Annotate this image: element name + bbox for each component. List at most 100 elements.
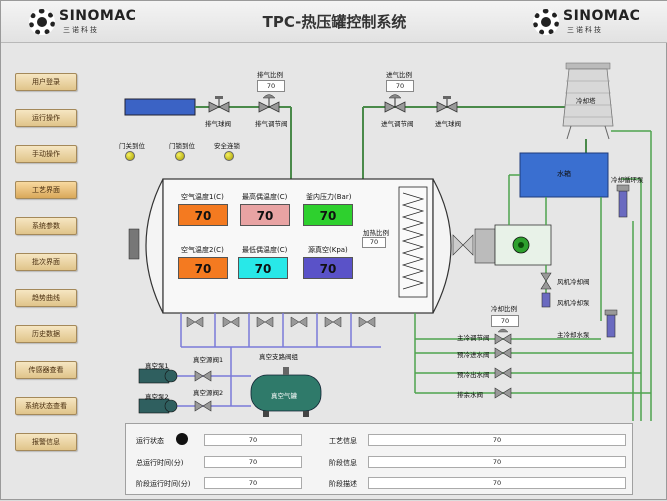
stage-info-value: 70 xyxy=(368,456,626,468)
exhaust-ball-valve-label: 排气球阀 xyxy=(205,120,231,128)
vacuum-branch-valves[interactable] xyxy=(186,316,376,328)
intake-ratio-value[interactable]: 70 xyxy=(386,80,414,92)
brand-subtitle: 三诺科技 xyxy=(63,26,99,34)
door-locked-label: 门锁到位 xyxy=(169,142,195,150)
intake-ball-valve-label: 进气球阀 xyxy=(435,120,461,128)
fan-cool-pump-label: 风机冷却泵 xyxy=(557,299,590,307)
tank-pressure-label: 釜内压力(Bar) xyxy=(306,193,352,201)
nav-manual-operation[interactable]: 手动操作 xyxy=(15,145,77,163)
gear-logo-icon xyxy=(29,9,55,35)
stage-desc-value: 70 xyxy=(368,477,626,489)
heat-ratio-label: 加热比例 xyxy=(363,229,389,237)
vacuum-pump1-label: 真空泵1 xyxy=(145,362,169,370)
run-status-value: 70 xyxy=(204,434,302,446)
precool-out-valve-label: 预冷出水阀 xyxy=(457,371,490,379)
brand-subtitle: 三诺科技 xyxy=(567,26,603,34)
vacuum-value: 70 xyxy=(303,257,353,279)
fan-motor xyxy=(474,224,552,266)
min-couple-label: 最低偶温度(C) xyxy=(242,246,288,254)
cooling-tower-label: 冷却塔 xyxy=(576,97,596,105)
gear-logo-icon xyxy=(533,9,559,35)
cool-ratio-label: 冷却比例 xyxy=(491,305,517,313)
brand-name: SINOMAC xyxy=(59,8,137,24)
exhaust-adjust-valve[interactable] xyxy=(258,94,280,113)
cool-ratio-value[interactable]: 70 xyxy=(491,315,519,327)
max-couple-value: 70 xyxy=(240,204,290,226)
sidebar-nav: 用户登录 运行操作 手动操作 工艺界面 系统参数 批次界面 趋势曲线 历史数据 … xyxy=(15,73,77,469)
stage-time-label: 阶段运行时间(分) xyxy=(136,480,191,488)
exhaust-ratio-label: 排气比例 xyxy=(257,71,283,79)
run-status-label: 运行状态 xyxy=(136,437,164,445)
vacuum-valve1-label: 真空源阀1 xyxy=(193,356,224,364)
precool-outlet-valve[interactable] xyxy=(494,367,512,379)
max-couple-label: 最高偶温度(C) xyxy=(242,193,288,201)
total-time-value: 70 xyxy=(204,456,302,468)
nav-process-view[interactable]: 工艺界面 xyxy=(15,181,77,199)
door-closed-label: 门关到位 xyxy=(119,142,145,150)
door-locked-indicator-icon xyxy=(175,151,185,161)
stage-info-label: 阶段信息 xyxy=(329,459,357,467)
vacuum-valve2-label: 真空源阀2 xyxy=(193,389,224,397)
nav-system-params[interactable]: 系统参数 xyxy=(15,217,77,235)
drain-valve[interactable] xyxy=(494,387,512,399)
heat-ratio-value[interactable]: 70 xyxy=(362,237,386,248)
intake-ball-valve[interactable] xyxy=(436,96,458,113)
cooling-circulation-pump[interactable] xyxy=(616,184,630,218)
vacuum-pump-2[interactable] xyxy=(138,398,178,414)
stage-time-value: 70 xyxy=(204,477,302,489)
water-tank-label: 水箱 xyxy=(557,170,571,178)
fan-cooling-pump[interactable] xyxy=(541,292,551,308)
page-title: TPC-热压罐控制系统 xyxy=(262,13,407,31)
min-couple-value: 70 xyxy=(238,257,288,279)
exhaust-ratio-value[interactable]: 70 xyxy=(257,80,285,92)
header: SINOMAC 三诺科技 TPC-热压罐控制系统 SINOMAC 三诺科技 xyxy=(1,1,667,43)
safety-interlock-label: 安全连锁 xyxy=(214,142,240,150)
precool-inlet-valve[interactable] xyxy=(494,347,512,359)
vacuum-pump2-label: 真空泵2 xyxy=(145,393,169,401)
vacuum-branch-group-label: 真空支路阀组 xyxy=(259,353,298,361)
exhaust-ball-valve[interactable] xyxy=(208,96,230,113)
nav-system-status[interactable]: 系统状态查看 xyxy=(15,397,77,415)
intake-adjust-valve-label: 进气调节阀 xyxy=(381,120,414,128)
air-temp1-label: 空气温度1(C) xyxy=(181,193,224,201)
precool-in-valve-label: 预冷进水阀 xyxy=(457,351,490,359)
run-status-indicator-icon xyxy=(176,433,188,445)
air-temp2-label: 空气温度2(C) xyxy=(181,246,224,254)
vacuum-pump-1[interactable] xyxy=(138,368,178,384)
nav-batch-view[interactable]: 批次界面 xyxy=(15,253,77,271)
vacuum-source-valve-1[interactable] xyxy=(194,370,212,382)
door-closed-indicator-icon xyxy=(125,151,135,161)
main-cooling-adjust-valve[interactable] xyxy=(494,328,512,345)
nav-sensor-view[interactable]: 传感器查看 xyxy=(15,361,77,379)
nav-run-operation[interactable]: 运行操作 xyxy=(15,109,77,127)
tank-pressure-value: 70 xyxy=(303,204,353,226)
nav-history-data[interactable]: 历史数据 xyxy=(15,325,77,343)
autoclave-vessel xyxy=(128,178,474,314)
exhaust-adjust-valve-label: 排气调节阀 xyxy=(255,120,288,128)
main-cool-pump-label: 主冷却水泵 xyxy=(557,331,590,339)
nav-user-login[interactable]: 用户登录 xyxy=(15,73,77,91)
main-cooling-pump[interactable] xyxy=(604,309,618,338)
intake-adjust-valve[interactable] xyxy=(384,94,406,113)
brand-name: SINOMAC xyxy=(563,8,641,24)
vacuum-label: 源真空(Kpa) xyxy=(308,246,348,254)
fan-cooling-valve[interactable] xyxy=(540,272,552,290)
stage-desc-label: 阶段描述 xyxy=(329,480,357,488)
process-info-label: 工艺信息 xyxy=(329,437,357,445)
vacuum-source-valve-2[interactable] xyxy=(194,400,212,412)
air-temp2-value: 70 xyxy=(178,257,228,279)
exhaust-silencer xyxy=(124,98,196,116)
nav-alarm-info[interactable]: 报警信息 xyxy=(15,433,77,451)
vacuum-tank-label: 真空气罐 xyxy=(271,392,297,400)
intake-ratio-label: 进气比例 xyxy=(386,71,412,79)
brand-logo-right: SINOMAC 三诺科技 xyxy=(533,7,653,37)
drain-valve-label: 排余水阀 xyxy=(457,391,483,399)
status-info-panel: 运行状态 70 总运行时间(分) 70 阶段运行时间(分) 70 工艺信息 70… xyxy=(125,423,633,495)
cooling-tower xyxy=(562,62,614,140)
safety-interlock-indicator-icon xyxy=(224,151,234,161)
cooling-pump-label: 冷却循环泵 xyxy=(611,176,644,184)
nav-trend-curve[interactable]: 趋势曲线 xyxy=(15,289,77,307)
main-cool-adjust-valve-label: 主冷调节阀 xyxy=(457,334,490,342)
